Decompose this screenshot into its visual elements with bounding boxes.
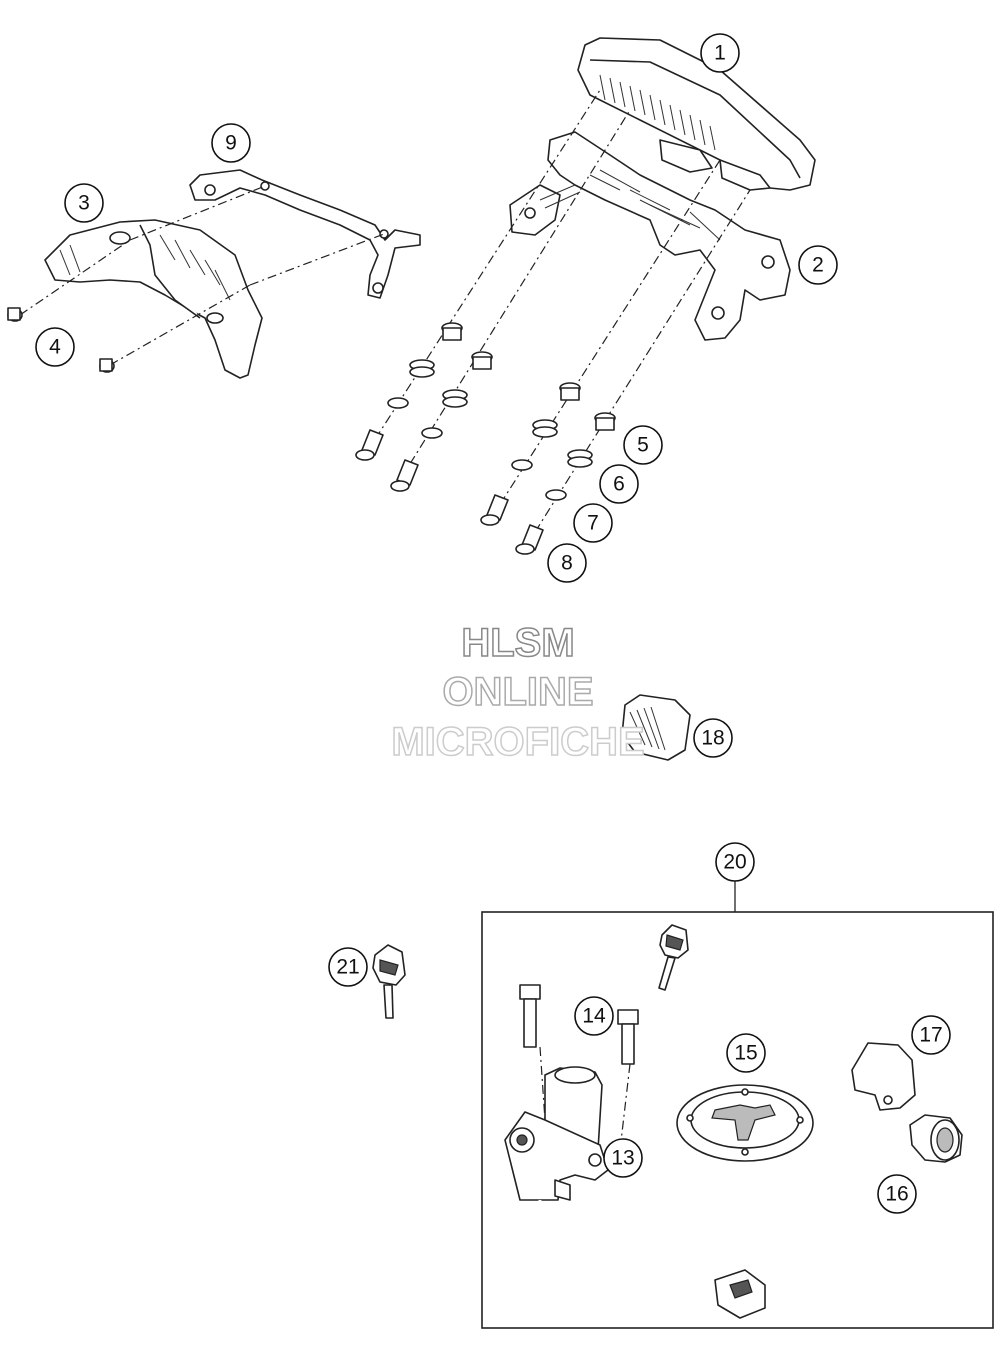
callout-16: 16 xyxy=(877,1174,917,1214)
callout-1: 1 xyxy=(700,33,740,73)
callout-label: 21 xyxy=(336,956,359,979)
callout-label: 7 xyxy=(587,512,599,535)
callout-label: 13 xyxy=(611,1147,634,1170)
callout-4: 4 xyxy=(35,327,75,367)
instrument-cluster xyxy=(577,37,816,191)
watermark-line-2: ONLINE xyxy=(442,670,593,714)
screws xyxy=(355,429,544,555)
callout-label: 2 xyxy=(812,254,824,277)
watermark: HLSM ONLINE MICROFICHE xyxy=(391,620,646,765)
callout-label: 16 xyxy=(885,1183,908,1206)
callout-label: 17 xyxy=(919,1024,942,1047)
callout-13: 13 xyxy=(603,1138,643,1178)
callout-17: 17 xyxy=(911,1015,951,1055)
callout-label: 20 xyxy=(723,851,746,874)
callout-label: 15 xyxy=(734,1042,757,1065)
callout-label: 14 xyxy=(582,1005,606,1028)
washers xyxy=(387,397,567,501)
cover-part xyxy=(44,219,263,379)
callout-label: 5 xyxy=(637,434,649,457)
callout-14: 14 xyxy=(574,996,614,1036)
rubber-grommets xyxy=(409,322,616,468)
callout-5: 5 xyxy=(623,425,663,465)
callout-label: 4 xyxy=(49,336,61,359)
callout-18: 18 xyxy=(693,718,733,758)
callout-6: 6 xyxy=(599,464,639,504)
kit-frame xyxy=(481,911,994,1329)
lock-bracket xyxy=(851,1042,916,1111)
fuel-cap xyxy=(676,1084,814,1162)
watermark-line-3: MICROFICHE xyxy=(391,720,644,764)
callout-2: 2 xyxy=(798,245,838,285)
callout-label: 1 xyxy=(714,42,726,65)
callout-label: 3 xyxy=(78,192,90,215)
callout-label: 9 xyxy=(225,132,237,155)
callout-21: 21 xyxy=(328,947,368,987)
callout-label: 6 xyxy=(613,473,625,496)
callout-label: 8 xyxy=(561,552,573,575)
callout-15: 15 xyxy=(726,1033,766,1073)
mounting-bracket xyxy=(189,169,421,299)
spare-key xyxy=(372,944,406,1019)
callout-7: 7 xyxy=(573,503,613,543)
callout-label: 18 xyxy=(701,727,724,750)
ignition-lock xyxy=(504,1066,766,1319)
kit-key xyxy=(658,924,689,991)
callout-8: 8 xyxy=(547,543,587,583)
callout-9: 9 xyxy=(211,123,251,163)
callout-20: 20 xyxy=(715,842,755,882)
watermark-line-1: HLSM xyxy=(461,621,574,665)
lock-bolts xyxy=(519,984,639,1065)
callout-3: 3 xyxy=(64,183,104,223)
bolts xyxy=(7,307,115,373)
connector-part xyxy=(621,694,691,761)
lock-cylinder xyxy=(909,1114,963,1163)
instrument-bracket xyxy=(509,131,791,341)
